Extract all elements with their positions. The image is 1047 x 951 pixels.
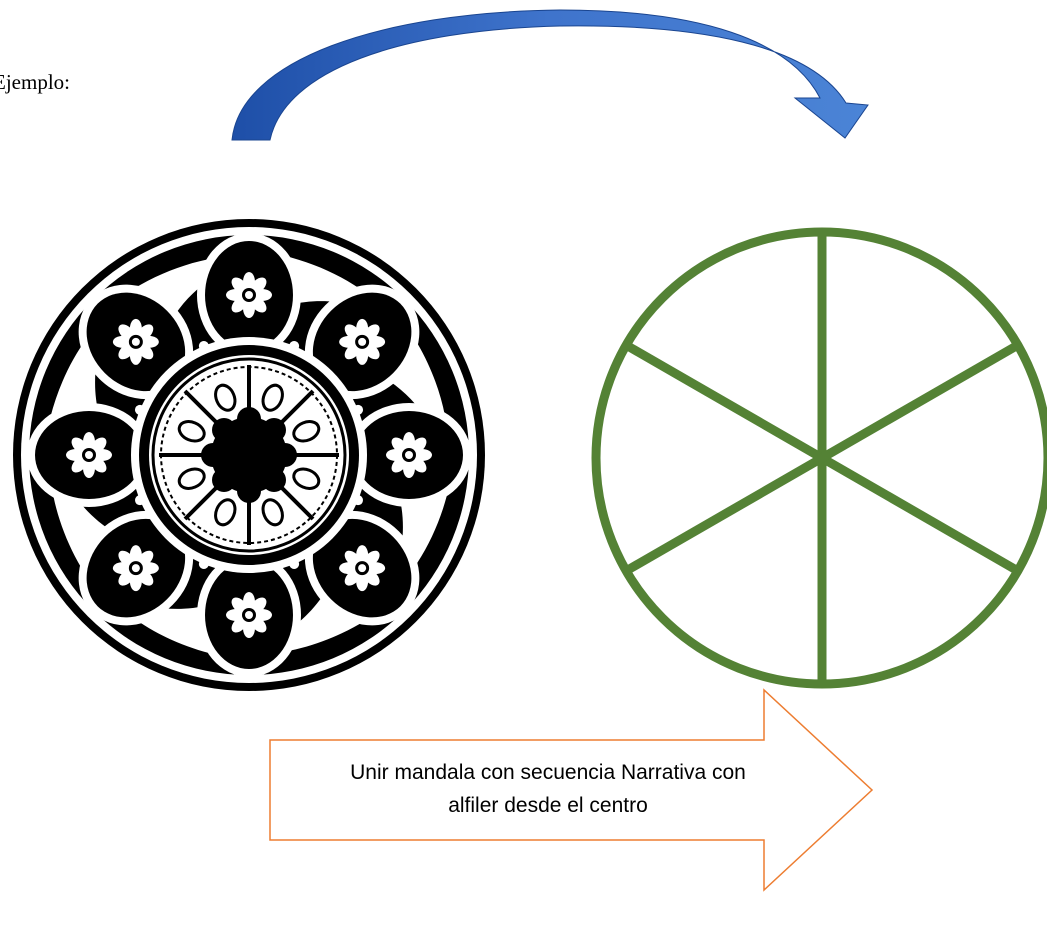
arrow-text: Unir mandala con secuencia Narrativa con… — [282, 756, 814, 822]
mandala-icon — [0, 204, 500, 706]
mandala-flower — [226, 272, 272, 318]
arrow-text-line-2: alfiler desde el centro — [282, 789, 814, 822]
mandala-flower — [226, 592, 272, 638]
arrow-text-line-1: Unir mandala con secuencia Narrativa con — [282, 756, 814, 789]
mandala-flower — [66, 432, 112, 478]
mandala-flower — [386, 432, 432, 478]
curved-arrow-icon — [232, 10, 868, 140]
six-segment-wheel-icon — [596, 232, 1047, 684]
